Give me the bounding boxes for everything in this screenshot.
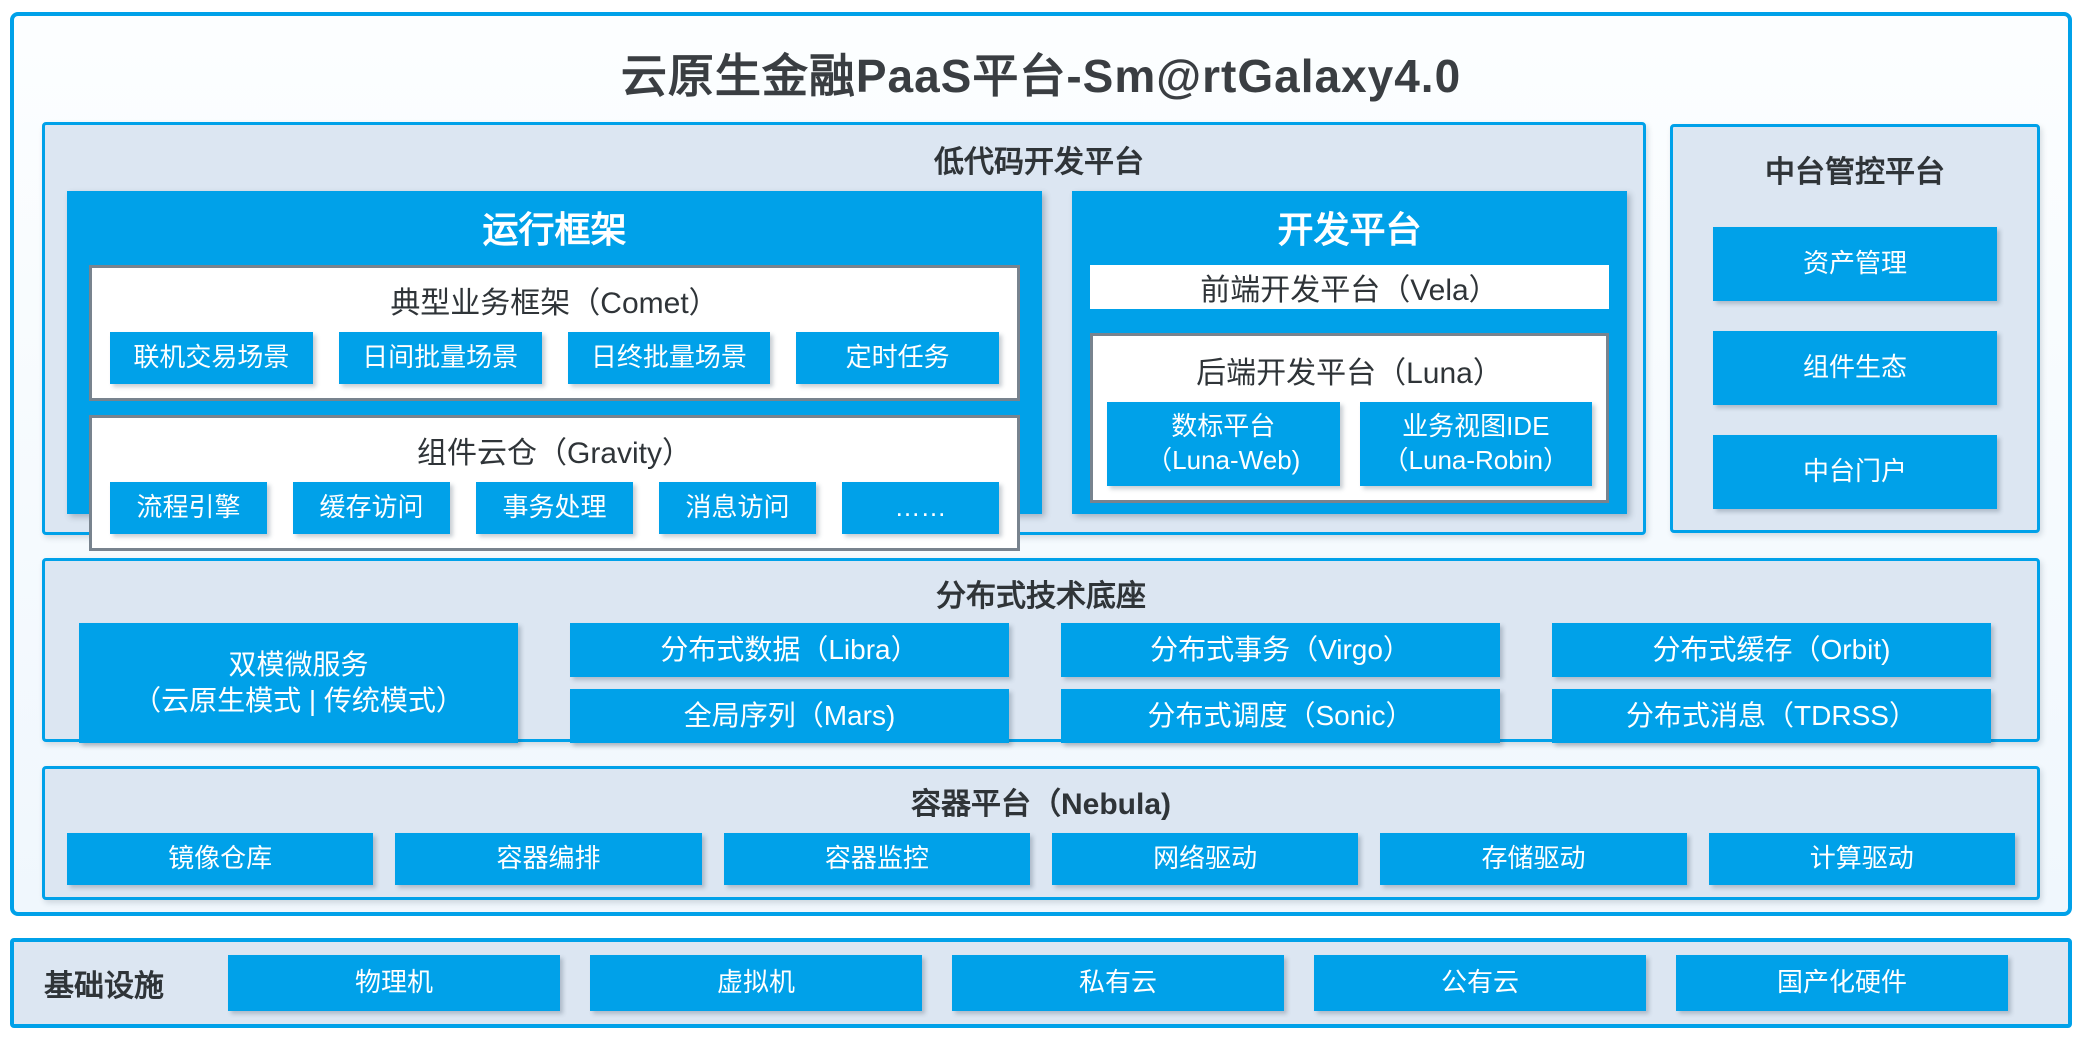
- luna-title: 后端开发平台（Luna）: [1196, 357, 1503, 390]
- luna-backend-box: 后端开发平台（Luna） 数标平台 （Luna-Web) 业务视图IDE （Lu…: [1090, 333, 1609, 503]
- gravity-item: 消息访问: [659, 482, 816, 534]
- platform-container: 云原生金融PaaS平台-Sm@rtGalaxy4.0 低代码开发平台 运行框架 …: [10, 12, 2072, 916]
- distributed-cache-box: 分布式缓存（Orbit): [1552, 623, 1991, 677]
- container-item-compute-driver: 计算驱动: [1708, 833, 2015, 885]
- lowcode-section-title: 低代码开发平台: [934, 146, 1144, 179]
- distributed-grid: 双模微服务 （云原生模式 | 传统模式） 分布式数据（Libra） 分布式事务（…: [79, 623, 1991, 743]
- gravity-title: 组件云仓（Gravity）: [416, 437, 692, 470]
- infrastructure-items: 物理机 虚拟机 私有云 公有云 国产化硬件: [228, 955, 2008, 1011]
- global-sequence-box: 全局序列（Mars): [570, 689, 1009, 743]
- luna-robin-box: 业务视图IDE （Luna-Robin）: [1359, 402, 1592, 486]
- gravity-item: 流程引擎: [110, 482, 267, 534]
- gravity-items: 流程引擎 缓存访问 事务处理 消息访问 ……: [110, 482, 999, 534]
- midplatform-item-portal: 中台门户: [1713, 435, 1997, 509]
- lowcode-body: 运行框架 典型业务框架（Comet） 联机交易场景 日间批量场景 日终批量场景 …: [67, 191, 1627, 551]
- gravity-warehouse-box: 组件云仓（Gravity） 流程引擎 缓存访问 事务处理 消息访问 ……: [89, 415, 1020, 551]
- luna-web-line1: 数标平台: [1171, 411, 1276, 441]
- infra-item-physical-machine: 物理机: [228, 955, 560, 1011]
- infra-item-domestic-hardware: 国产化硬件: [1676, 955, 2008, 1011]
- vela-frontend-box: 前端开发平台（Vela）: [1090, 265, 1609, 309]
- midplatform-item-asset-management: 资产管理: [1713, 227, 1997, 301]
- dual-mode-microservice-box: 双模微服务 （云原生模式 | 传统模式）: [79, 623, 518, 743]
- luna-robin-line1: 业务视图IDE: [1402, 411, 1550, 441]
- midplatform-item-component-ecosystem: 组件生态: [1713, 331, 1997, 405]
- distributed-scheduler-box: 分布式调度（Sonic）: [1061, 689, 1500, 743]
- gravity-item: ……: [842, 482, 999, 534]
- container-platform-title: 容器平台（Nebula): [910, 788, 1171, 821]
- container-item-storage-driver: 存储驱动: [1380, 833, 1687, 885]
- gravity-item: 事务处理: [476, 482, 633, 534]
- dev-platform-panel: 开发平台 前端开发平台（Vela） 后端开发平台（Luna） 数标平台 （Lun…: [1072, 191, 1627, 514]
- dual-mode-line2: （云原生模式 | 传统模式）: [133, 685, 464, 716]
- section-distributed-base: 分布式技术底座 双模微服务 （云原生模式 | 传统模式） 分布式数据（Libra…: [42, 558, 2040, 743]
- container-item-image-registry: 镜像仓库: [67, 833, 374, 885]
- distributed-title: 分布式技术底座: [936, 580, 1146, 613]
- runtime-framework-title: 运行框架: [482, 209, 627, 250]
- midplatform-items: 资产管理 组件生态 中台门户: [1673, 191, 2037, 509]
- distributed-message-box: 分布式消息（TDRSS）: [1552, 689, 1991, 743]
- container-item-orchestration: 容器编排: [395, 833, 702, 885]
- comet-item: 联机交易场景: [110, 332, 313, 384]
- comet-framework-box: 典型业务框架（Comet） 联机交易场景 日间批量场景 日终批量场景 定时任务: [89, 265, 1020, 401]
- comet-title: 典型业务框架（Comet）: [390, 287, 719, 320]
- container-item-monitoring: 容器监控: [723, 833, 1030, 885]
- luna-items: 数标平台 （Luna-Web) 业务视图IDE （Luna-Robin）: [1107, 402, 1592, 486]
- comet-item: 日间批量场景: [338, 332, 542, 384]
- container-platform-items: 镜像仓库 容器编排 容器监控 网络驱动 存储驱动 计算驱动: [67, 833, 2015, 885]
- dev-platform-title: 开发平台: [1277, 209, 1422, 250]
- luna-robin-line2: （Luna-Robin）: [1382, 444, 1569, 475]
- distributed-transaction-box: 分布式事务（Virgo）: [1061, 623, 1500, 677]
- section-midplatform: 中台管控平台 资产管理 组件生态 中台门户: [1670, 124, 2040, 533]
- section-lowcode-platform: 低代码开发平台 运行框架 典型业务框架（Comet） 联机交易场景 日间批量场景…: [42, 122, 1646, 551]
- section-infrastructure: 基础设施 物理机 虚拟机 私有云 公有云 国产化硬件: [10, 938, 2072, 1028]
- midplatform-title: 中台管控平台: [1765, 156, 1945, 189]
- luna-web-line2: （Luna-Web): [1146, 444, 1301, 475]
- infra-item-virtual-machine: 虚拟机: [590, 955, 922, 1011]
- page-title: 云原生金融PaaS平台-Sm@rtGalaxy4.0: [620, 50, 1462, 102]
- comet-item: 日终批量场景: [567, 332, 771, 384]
- dual-mode-line1: 双模微服务: [228, 648, 369, 680]
- distributed-data-box: 分布式数据（Libra）: [570, 623, 1009, 677]
- comet-items: 联机交易场景 日间批量场景 日终批量场景 定时任务: [110, 332, 999, 384]
- infra-item-private-cloud: 私有云: [952, 955, 1284, 1011]
- luna-web-box: 数标平台 （Luna-Web): [1107, 402, 1340, 486]
- comet-item: 定时任务: [796, 332, 999, 384]
- section-container-platform: 容器平台（Nebula) 镜像仓库 容器编排 容器监控 网络驱动 存储驱动 计算…: [42, 766, 2040, 900]
- infrastructure-title: 基础设施: [44, 970, 164, 1003]
- container-item-network-driver: 网络驱动: [1051, 833, 1359, 885]
- infra-item-public-cloud: 公有云: [1314, 955, 1646, 1011]
- gravity-item: 缓存访问: [293, 482, 450, 534]
- runtime-framework-panel: 运行框架 典型业务框架（Comet） 联机交易场景 日间批量场景 日终批量场景 …: [67, 191, 1042, 551]
